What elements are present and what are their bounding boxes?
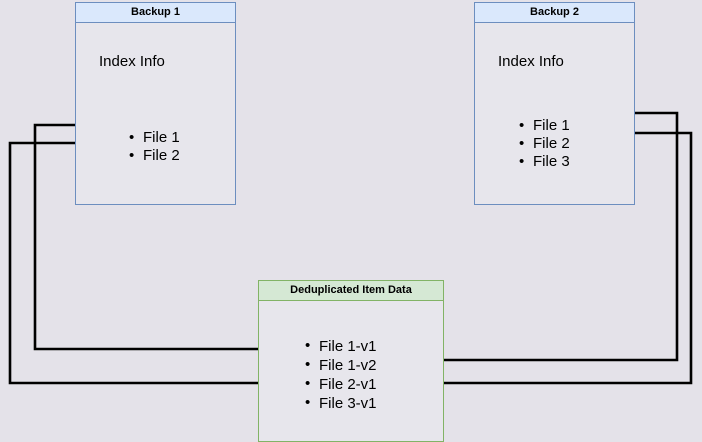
backup-2-file-list: File 1 File 2 File 3: [519, 117, 570, 171]
backup-2-file-item[interactable]: File 2: [519, 135, 570, 153]
backup-2-file-item[interactable]: File 1: [519, 117, 570, 135]
backup-2-index-label: Index Info: [498, 53, 564, 70]
backup-1-title: Backup 1: [75, 2, 236, 23]
backup-2-body: Index Info File 1 File 2 File 3: [474, 23, 635, 205]
backup-1-file-item[interactable]: File 2: [129, 147, 180, 165]
deduplicated-item-data-title: Deduplicated Item Data: [258, 280, 444, 301]
backup-1-file-list: File 1 File 2: [129, 129, 180, 165]
backup-2-file-item[interactable]: File 3: [519, 153, 570, 171]
backup-1-body: Index Info File 1 File 2: [75, 23, 236, 205]
deduplicated-item-data-box[interactable]: Deduplicated Item Data File 1-v1 File 1-…: [258, 280, 444, 442]
backup-2-title: Backup 2: [474, 2, 635, 23]
dedup-item-list: File 1-v1 File 1-v2 File 2-v1 File 3-v1: [305, 337, 377, 413]
backup-2-box[interactable]: Backup 2 Index Info File 1 File 2 File 3: [474, 2, 635, 205]
dedup-item[interactable]: File 2-v1: [305, 375, 377, 394]
deduplicated-item-data-body: File 1-v1 File 1-v2 File 2-v1 File 3-v1: [258, 301, 444, 442]
backup-1-index-label: Index Info: [99, 53, 165, 70]
backup-1-file-item[interactable]: File 1: [129, 129, 180, 147]
backup-1-box[interactable]: Backup 1 Index Info File 1 File 2: [75, 2, 236, 205]
dedup-item[interactable]: File 3-v1: [305, 394, 377, 413]
dedup-item[interactable]: File 1-v2: [305, 356, 377, 375]
dedup-item[interactable]: File 1-v1: [305, 337, 377, 356]
